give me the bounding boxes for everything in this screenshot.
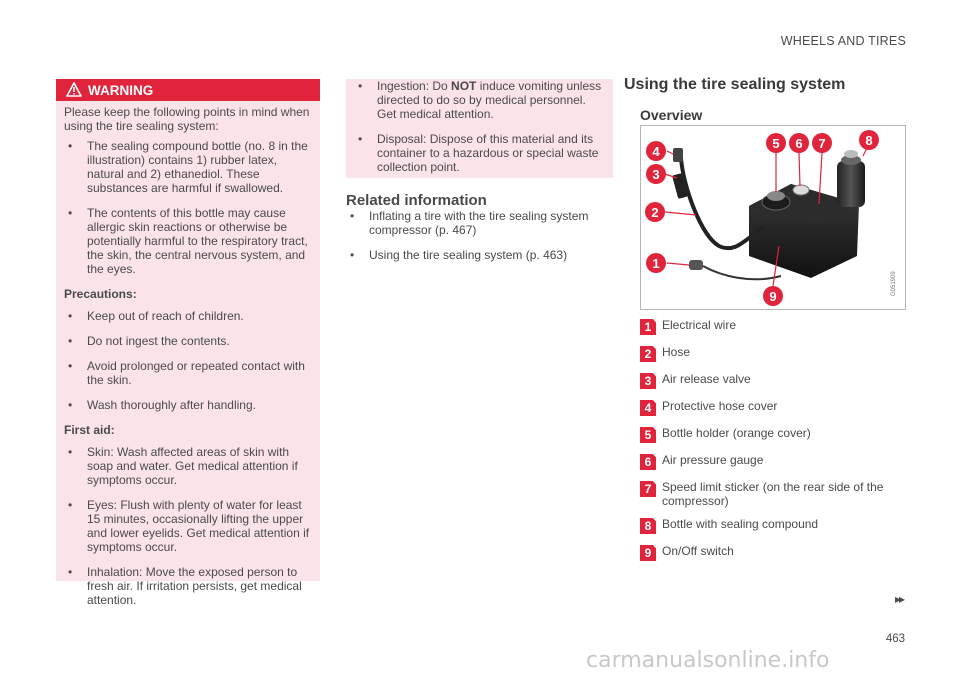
warning-continued-panel: Ingestion: Do NOT induce vomiting unless… [346,79,613,178]
callout-item: 2 Hose [640,345,910,362]
related-link[interactable]: Using the tire sealing system (p. 463) [346,248,608,262]
warning-bar: WARNING [56,79,320,101]
power-plug-icon [689,260,703,270]
callout-item: 1 Electrical wire [640,318,910,335]
ingestion-item: Ingestion: Do NOT induce vomiting unless… [354,79,605,121]
continue-arrow-icon: ▸▸ [894,592,905,606]
callout-label: Speed limit sticker (on the rear side of… [662,480,884,508]
list-item: The contents of this bottle may cause al… [64,206,312,276]
svg-text:4: 4 [652,144,660,159]
list-item: Inhalation: Move the exposed person to f… [64,565,312,607]
callout-list: 1 Electrical wire 2 Hose 3 Air release v… [640,318,910,561]
callout-number: 4 [640,400,656,416]
callout-label: Air release valve [662,372,751,386]
svg-text:5: 5 [772,136,779,151]
callout-item: 4 Protective hose cover [640,399,910,416]
callout-item: 9 On/Off switch [640,544,910,561]
svg-text:6: 6 [795,136,802,151]
svg-text:9: 9 [769,289,776,304]
callout-number: 9 [640,545,656,561]
callout-number: 6 [640,454,656,470]
callout-label: Electrical wire [662,318,737,332]
svg-text:7: 7 [818,136,825,151]
related-info-list: Inflating a tire with the tire sealing s… [346,209,608,273]
list-item: The sealing compound bottle (no. 8 in th… [64,139,312,195]
list-item: Avoid prolonged or repeated contact with… [64,359,312,387]
first-aid-heading: First aid: [64,423,115,437]
kit-drawing: 4 3 2 1 5 6 7 8 9 G051909 [645,130,897,306]
section-header: WHEELS AND TIRES [780,34,906,48]
callout-label: Protective hose cover [662,399,778,413]
page-number: 463 [885,633,905,645]
warning-intro: Please keep the following points in mind… [64,105,310,133]
callout-item: 8 Bottle with sealing compound [640,517,910,534]
tire-sealing-kit-illustration: 4 3 2 1 5 6 7 8 9 G051909 [640,125,906,310]
warning-panel: WARNING Please keep the following points… [56,79,320,607]
list-item: Keep out of reach of children. [64,309,312,323]
first-aid-list: Skin: Wash affected areas of skin with s… [64,445,312,607]
section-title: Using the tire sealing system [624,76,846,93]
site-watermark: carmanualsonline.info [586,648,830,673]
figure-code: G051909 [891,271,897,296]
svg-text:3: 3 [652,167,659,182]
list-item: Eyes: Flush with plenty of water for lea… [64,498,312,554]
related-link[interactable]: Inflating a tire with the tire sealing s… [346,209,608,237]
svg-text:2: 2 [651,205,658,220]
related-info-heading: Related information [346,192,487,209]
callout-label: Hose [662,345,691,359]
callout-item: 7 Speed limit sticker (on the rear side … [640,480,910,508]
list-item: Wash thoroughly after handling. [64,398,312,412]
svg-text:1: 1 [652,256,659,271]
callout-label: Bottle holder (orange cover) [662,426,811,440]
sealant-bottle [837,161,865,207]
callout-number: 8 [640,518,656,534]
disposal-item: Disposal: Dispose of this material and i… [354,132,605,174]
precautions-heading: Precautions: [64,287,137,301]
callout-number: 5 [640,427,656,443]
pressure-gauge-icon [792,184,810,196]
callout-number: 3 [640,373,656,389]
callout-label: On/Off switch [662,544,734,558]
warning-triangle-icon [66,82,82,97]
list-item: Skin: Wash affected areas of skin with s… [64,445,312,487]
callout-label: Air pressure gauge [662,453,764,467]
overview-heading: Overview [640,107,703,123]
callout-item: 3 Air release valve [640,372,910,389]
callout-number: 1 [640,319,656,335]
callout-item: 5 Bottle holder (orange cover) [640,426,910,443]
list-item: Do not ingest the contents. [64,334,312,348]
callout-number: 2 [640,346,656,362]
warning-points: The sealing compound bottle (no. 8 in th… [64,139,312,276]
warning-title: WARNING [88,82,154,98]
bottle-holder-icon [767,191,785,201]
not-emphasis: NOT [451,79,477,93]
callout-item: 6 Air pressure gauge [640,453,910,470]
callout-label: Bottle with sealing compound [662,517,819,531]
precautions-list: Keep out of reach of children. Do not in… [64,309,312,412]
callout-number: 7 [640,481,656,497]
svg-text:8: 8 [865,133,872,148]
